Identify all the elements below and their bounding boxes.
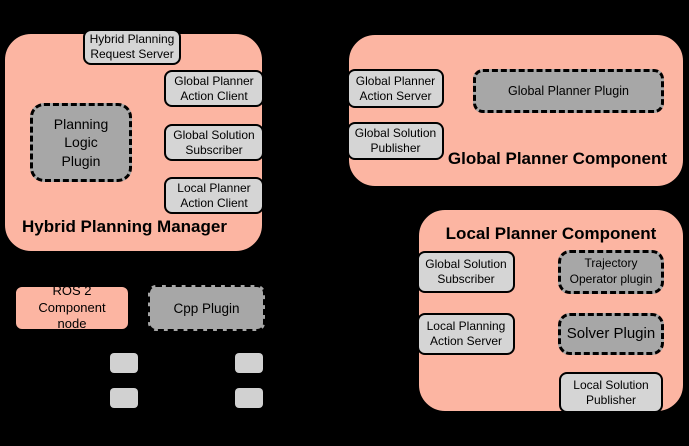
hybrid-planning-request-server-box: Hybrid Planning Request Server [83, 29, 181, 65]
legend-interface-chip [235, 388, 263, 408]
global-planner-action-client-box: Global Planner Action Client [164, 70, 264, 107]
global-planner-component-title: Global Planner Component [447, 149, 667, 168]
legend-ros2-component-node: ROS 2 Component node [14, 283, 130, 331]
solver-plugin-box: Solver Plugin [558, 313, 664, 355]
global-planner-action-server-box: Global Planner Action Server [347, 69, 444, 108]
local-planner-component-title: Local Planner Component [445, 224, 657, 243]
local-planner-action-client-box: Local Planner Action Client [164, 177, 264, 214]
local-solution-publisher-box: Local Solution Publisher [559, 372, 663, 413]
legend-interface-chip [110, 353, 138, 373]
legend-interface-chip [235, 353, 263, 373]
local-planning-action-server-box: Local Planning Action Server [417, 313, 515, 355]
legend-cpp-plugin: Cpp Plugin [148, 285, 265, 331]
legend-interface-chip [110, 388, 138, 408]
global-planner-plugin-box: Global Planner Plugin [473, 69, 664, 113]
hybrid-planning-manager-title: Hybrid Planning Manager [22, 217, 227, 236]
global-solution-subscriber-box-local: Global Solution Subscriber [417, 251, 515, 293]
global-solution-subscriber-box-manager: Global Solution Subscriber [164, 124, 264, 161]
planning-logic-plugin-box: Planning Logic Plugin [30, 103, 132, 182]
trajectory-operator-plugin-box: Trajectory Operator plugin [558, 250, 664, 294]
global-solution-publisher-box: Global Solution Publisher [347, 122, 444, 160]
